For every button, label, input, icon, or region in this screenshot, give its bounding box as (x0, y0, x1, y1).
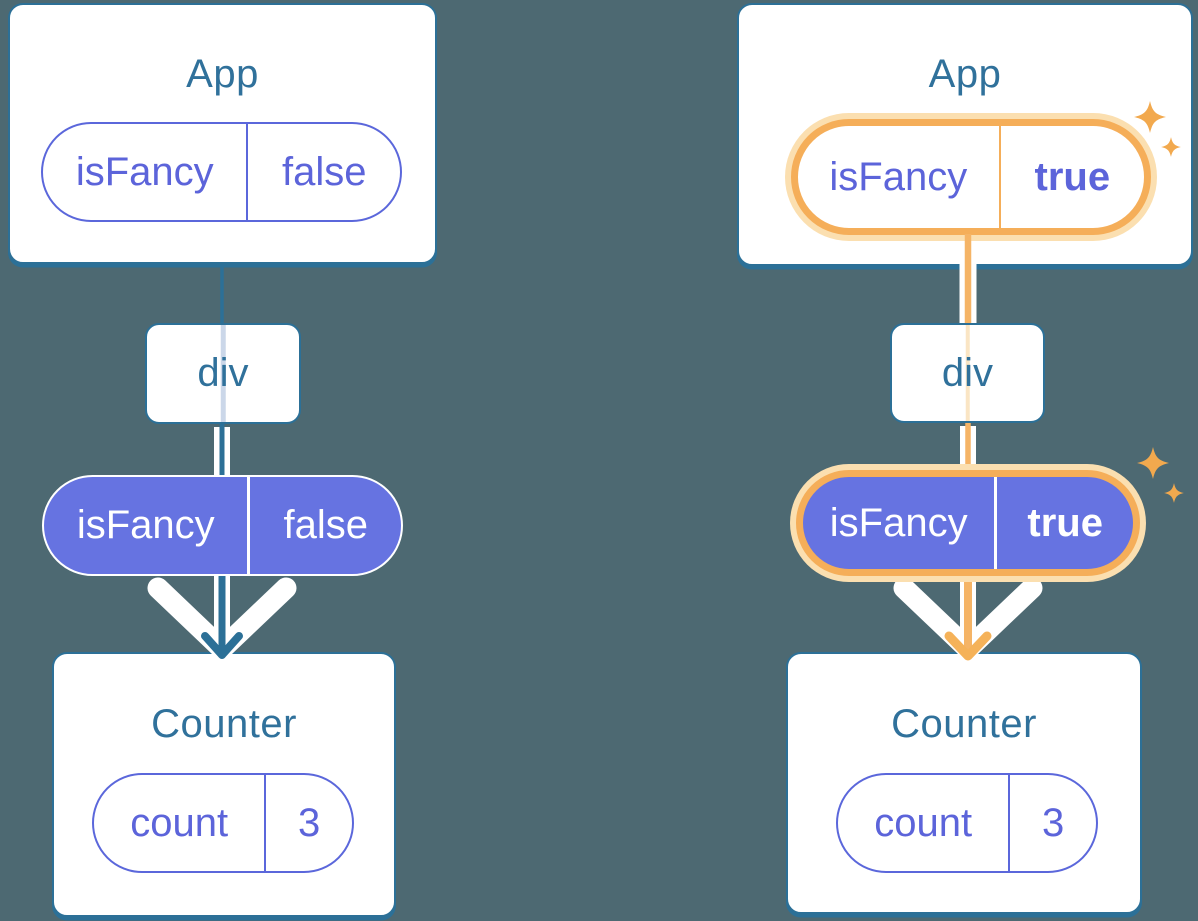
sparkles-icon (1134, 101, 1181, 157)
counter-title: Counter (891, 702, 1037, 746)
app-card-after: App isFancy true (737, 3, 1193, 266)
app-state-pill-before: isFancy false (41, 122, 402, 222)
prop-name-label: count (874, 800, 973, 845)
app-title: App (186, 52, 259, 96)
prop-name-label: isFancy (76, 503, 215, 547)
prop-value-label: 3 (1008, 775, 1096, 871)
prop-name-label: count (130, 800, 229, 845)
counter-title: Counter (151, 702, 297, 746)
counter-state-pill-after: count 3 (836, 773, 1098, 873)
app-card-before: App isFancy false (8, 3, 437, 264)
sparkles-icon (1137, 447, 1184, 503)
prop-value-label: true (998, 126, 1144, 228)
prop-name-label: isFancy (829, 500, 968, 545)
big-white-chevron-before (147, 577, 297, 660)
passed-prop-pill-after: isFancy true (796, 470, 1140, 576)
counter-state-pill-before: count 3 (92, 773, 354, 873)
pass-through-line (965, 325, 970, 421)
counter-card-after: Counter count 3 (786, 652, 1142, 914)
prop-value-label: 3 (264, 775, 352, 871)
div-node-label: div (941, 350, 994, 395)
big-white-chevron-after (893, 577, 1043, 660)
counter-card-before: Counter count 3 (52, 652, 396, 917)
div-node-before: div (145, 323, 301, 424)
prop-value-label: false (247, 477, 401, 574)
prop-name-label: isFancy (75, 149, 214, 194)
pass-through-line (220, 325, 226, 422)
app-title: App (928, 52, 1002, 96)
prop-value-label: true (994, 477, 1133, 569)
prop-value-label: false (246, 124, 400, 220)
prop-name-label: isFancy (829, 154, 968, 199)
app-state-pill-after: isFancy true (791, 119, 1151, 235)
div-node-after: div (890, 323, 1045, 423)
div-node-label: div (197, 351, 249, 395)
passed-prop-pill-before: isFancy false (42, 475, 403, 576)
